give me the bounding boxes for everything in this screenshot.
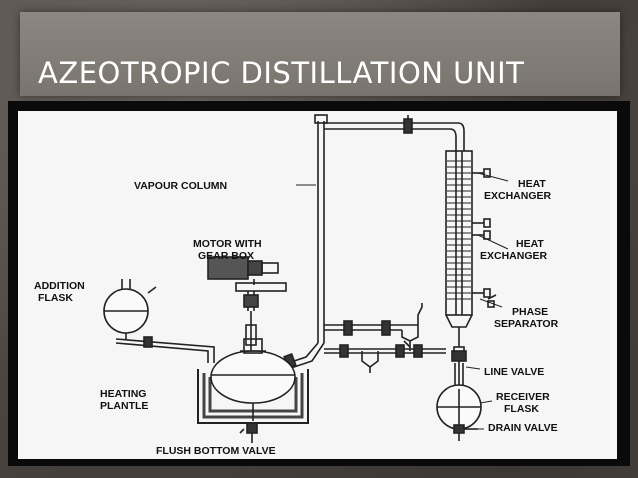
label-heat-exchanger-1-line2: EXCHANGER <box>484 190 552 202</box>
receiver-flask <box>436 350 482 430</box>
lower-transfer-line <box>324 340 446 373</box>
condenser-coil <box>447 160 471 300</box>
label-receiver-line2: FLASK <box>504 403 539 415</box>
distillation-diagram: VAPOUR COLUMN MOTOR WITH GEAR BOX ADDITI… <box>34 114 559 457</box>
label-flush-bottom-valve: FLUSH BOTTOM VALVE <box>156 445 276 457</box>
slide-title: AZEOTROPIC DISTILLATION UNIT <box>38 56 525 90</box>
vapour-column-tube <box>314 114 465 343</box>
label-line-valve: LINE VALVE <box>484 366 544 378</box>
label-receiver-line1: RECEIVER <box>496 391 550 403</box>
label-addition-line2: FLASK <box>38 292 73 304</box>
motor-gear-box <box>207 256 287 357</box>
label-motor-line1: MOTOR WITH <box>193 238 262 250</box>
label-drain-valve: DRAIN VALVE <box>488 422 558 434</box>
label-addition-line1: ADDITION <box>34 280 85 292</box>
label-phase-line1: PHASE <box>512 306 548 318</box>
label-heat-exchanger-2-line1: HEAT <box>516 238 544 250</box>
title-band <box>20 12 620 96</box>
label-motor-line2: GEAR BOX <box>198 250 254 262</box>
label-heating-line1: HEATING <box>100 388 146 400</box>
top-pipe-valve <box>403 115 413 134</box>
label-heat-exchanger-2-line2: EXCHANGER <box>480 250 548 262</box>
diagram-canvas: VAPOUR COLUMN MOTOR WITH GEAR BOX ADDITI… <box>18 111 617 459</box>
label-phase-line2: SEPARATOR <box>494 318 559 330</box>
addition-flask <box>103 279 215 363</box>
reaction-flask <box>210 338 296 421</box>
return-line <box>324 303 423 351</box>
label-vapour-column: VAPOUR COLUMN <box>134 180 227 192</box>
label-heating-line2: PLANTLE <box>100 400 148 412</box>
leader-lines <box>296 172 509 430</box>
flush-bottom-valve <box>239 422 258 443</box>
label-heat-exchanger-1-line1: HEAT <box>518 178 546 190</box>
coolant-nozzles <box>472 168 491 298</box>
